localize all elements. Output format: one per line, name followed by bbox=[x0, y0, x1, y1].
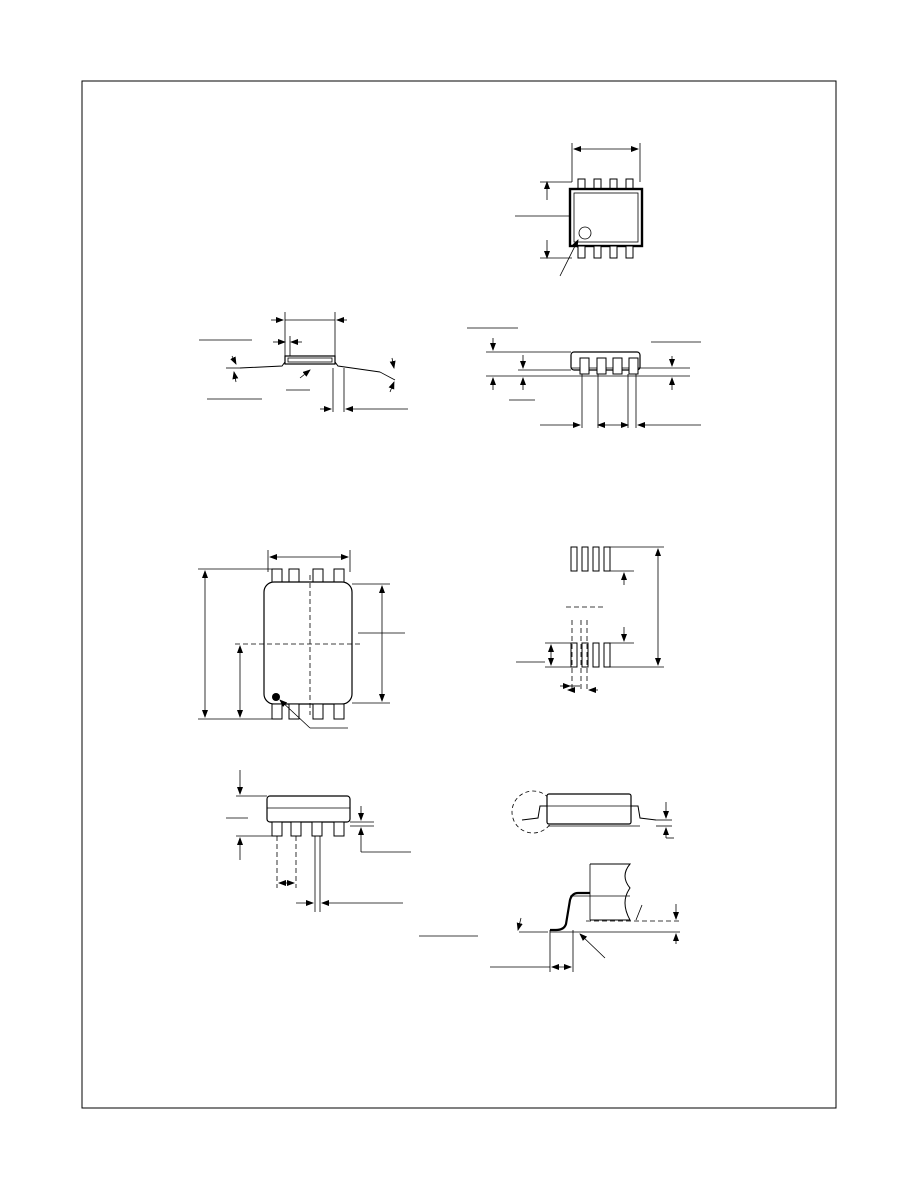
land-pattern bbox=[516, 546, 664, 693]
package-top-view bbox=[515, 143, 644, 277]
lead-detail-overview bbox=[511, 790, 674, 839]
package-outline-top bbox=[198, 550, 405, 729]
package-side-view bbox=[199, 312, 408, 412]
lead-detail-zoom bbox=[419, 863, 680, 972]
page-border bbox=[81, 80, 837, 1109]
package-outline-side bbox=[226, 770, 411, 912]
package-end-view bbox=[467, 327, 701, 428]
